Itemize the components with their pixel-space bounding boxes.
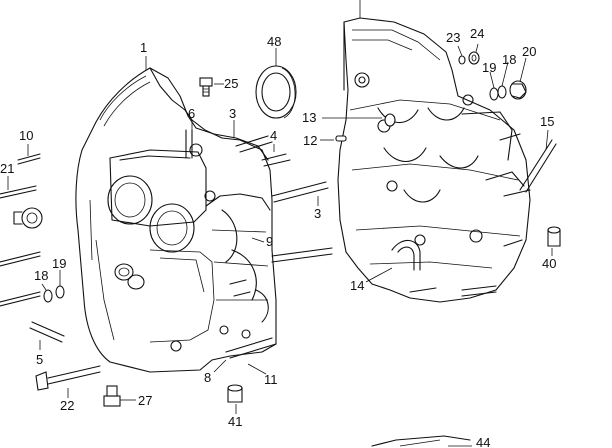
bushing-41 — [227, 384, 243, 403]
callout-21: 21 — [0, 161, 14, 176]
dowel-12 — [335, 135, 347, 142]
callout-3-lower: 3 — [314, 206, 321, 221]
oil-seal-48 — [255, 65, 297, 119]
callout-13: 13 — [302, 110, 316, 125]
callout-18-left: 18 — [34, 268, 48, 283]
stud-5 — [29, 321, 65, 343]
callout-14: 14 — [350, 278, 364, 293]
callout-19-left: 19 — [52, 256, 66, 271]
callout-12: 12 — [303, 133, 317, 148]
callout-44: 44 — [476, 435, 490, 448]
plug-25 — [199, 77, 213, 97]
washers-18-19-right — [489, 85, 507, 101]
bolt-22 — [35, 365, 101, 391]
callout-9: 9 — [266, 234, 273, 249]
cap-nut-20 — [509, 80, 527, 100]
callout-27: 27 — [138, 393, 152, 408]
washer-13 — [384, 113, 396, 127]
callout-5: 5 — [36, 352, 43, 367]
callout-11: 11 — [264, 372, 278, 387]
right-crankcase-half — [337, 17, 557, 447]
nut-23-24 — [458, 51, 480, 65]
callout-41: 41 — [228, 414, 242, 429]
callout-18-right: 18 — [502, 52, 516, 67]
callout-20: 20 — [522, 44, 536, 59]
callout-23: 23 — [446, 30, 460, 45]
callout-19-right: 19 — [482, 60, 496, 75]
callout-22: 22 — [60, 398, 74, 413]
left-crankcase-half — [75, 67, 333, 373]
callout-40: 40 — [542, 256, 556, 271]
callout-48: 48 — [267, 34, 281, 49]
callout-25: 25 — [224, 76, 238, 91]
plug-27 — [103, 385, 121, 407]
callout-24: 24 — [470, 26, 484, 41]
callout-numbers: 1 48 25 6 3 4 10 21 3 9 18 19 5 22 27 8 … — [0, 26, 556, 448]
studs-left-stack — [0, 153, 65, 307]
callout-8: 8 — [204, 370, 211, 385]
callout-3-upper: 3 — [229, 106, 236, 121]
cap-40 — [547, 226, 561, 247]
callout-4: 4 — [270, 128, 277, 143]
callout-15: 15 — [540, 114, 554, 129]
leader-lines — [7, 0, 553, 447]
callout-10: 10 — [19, 128, 33, 143]
callout-6: 6 — [188, 106, 195, 121]
callout-1: 1 — [140, 40, 147, 55]
